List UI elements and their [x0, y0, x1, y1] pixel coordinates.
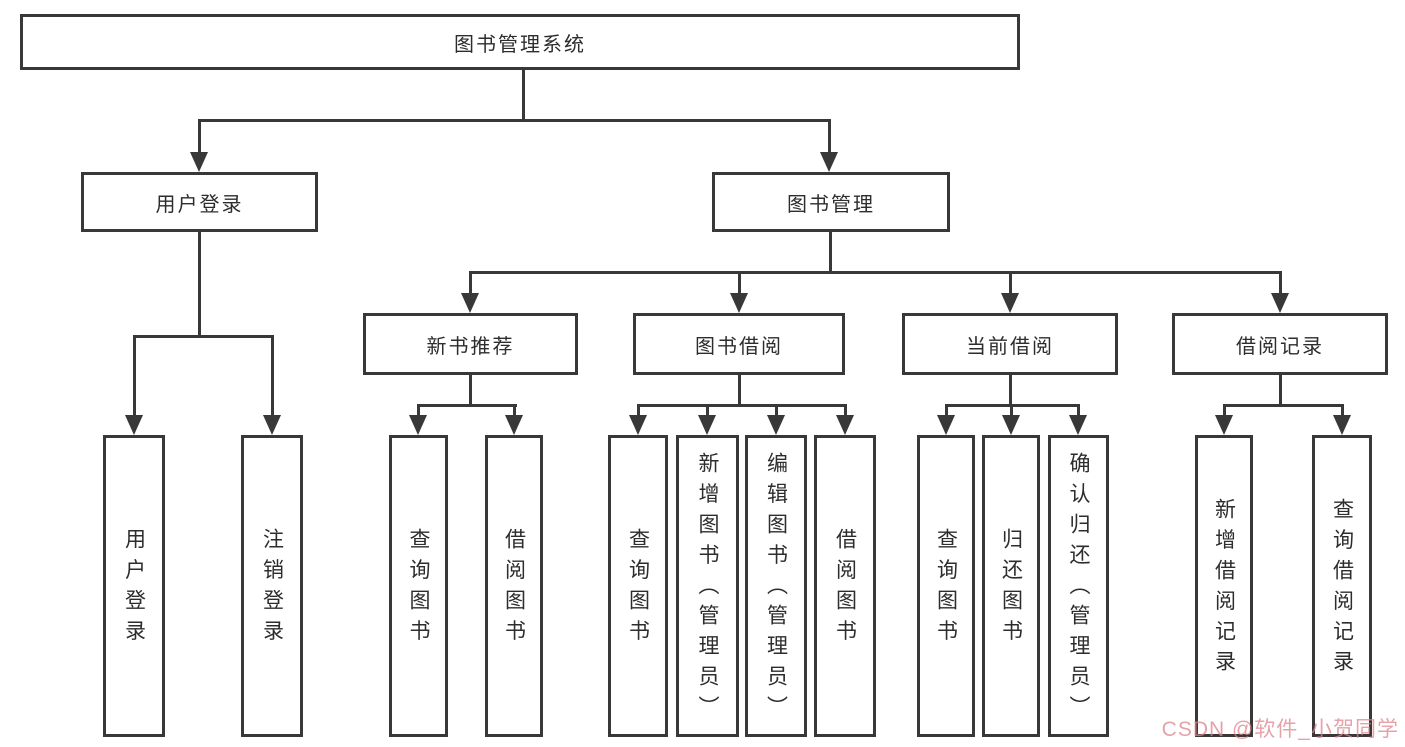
node-book-management: 图书管理: [712, 172, 950, 232]
arrow-down-icon: [263, 415, 281, 435]
connector-line: [1341, 404, 1344, 420]
node-new-book-recommend: 新书推荐: [363, 313, 578, 375]
connector-line: [1279, 375, 1282, 407]
node-leaf-edit-books-admin: 编辑图书（管理员）: [745, 435, 807, 737]
connector-line: [133, 335, 274, 338]
node-leaf-add-borrow-record: 新增借阅记录: [1195, 435, 1253, 737]
connector-line: [417, 404, 517, 407]
connector-line: [469, 375, 472, 407]
connector-line: [198, 119, 831, 122]
arrow-down-icon: [836, 415, 854, 435]
node-leaf-query-borrow-record: 查询借阅记录: [1312, 435, 1372, 737]
node-leaf-query-books-current: 查询图书: [917, 435, 975, 737]
node-library-system: 图书管理系统: [20, 14, 1020, 70]
arrow-down-icon: [409, 415, 427, 435]
connector-line: [706, 404, 709, 420]
connector-line: [469, 271, 472, 299]
connector-line: [1010, 404, 1013, 420]
node-leaf-borrow-books-recommend: 借阅图书: [485, 435, 543, 737]
arrow-down-icon: [1333, 415, 1351, 435]
arrow-down-icon: [190, 152, 208, 172]
connector-line: [522, 70, 525, 121]
connector-line: [738, 271, 741, 299]
arrow-down-icon: [629, 415, 647, 435]
arrow-down-icon: [1001, 293, 1019, 313]
node-leaf-query-books-borrowing: 查询图书: [608, 435, 668, 737]
arrow-down-icon: [461, 293, 479, 313]
connector-line: [829, 232, 832, 274]
node-leaf-query-books-recommend: 查询图书: [389, 435, 448, 737]
node-book-borrowing: 图书借阅: [633, 313, 845, 375]
arrow-down-icon: [820, 152, 838, 172]
arrow-down-icon: [767, 415, 785, 435]
connector-line: [1009, 375, 1012, 407]
arrow-down-icon: [1069, 415, 1087, 435]
csdn-watermark: CSDN @软件_小贺同学: [1161, 718, 1399, 741]
node-leaf-borrow-books: 借阅图书: [814, 435, 876, 737]
connector-line: [198, 119, 201, 159]
node-leaf-confirm-return-admin: 确认归还（管理员）: [1048, 435, 1109, 737]
arrow-down-icon: [937, 415, 955, 435]
connector-line: [775, 404, 778, 420]
arrow-down-icon: [505, 415, 523, 435]
connector-line: [945, 404, 948, 420]
connector-line: [513, 404, 516, 420]
connector-line: [198, 232, 201, 338]
node-leaf-logout: 注销登录: [241, 435, 303, 737]
arrow-down-icon: [125, 415, 143, 435]
node-leaf-user-login: 用户登录: [103, 435, 165, 737]
node-borrowing-records: 借阅记录: [1172, 313, 1388, 375]
connector-line: [417, 404, 420, 420]
connector-line: [1223, 404, 1226, 420]
arrow-down-icon: [1271, 293, 1289, 313]
connector-line: [1077, 404, 1080, 420]
connector-line: [469, 271, 1282, 274]
connector-line: [828, 119, 831, 159]
arrow-down-icon: [698, 415, 716, 435]
arrow-down-icon: [730, 293, 748, 313]
connector-line: [1279, 271, 1282, 299]
connector-line: [738, 375, 741, 407]
connector-line: [271, 335, 274, 420]
node-leaf-return-books: 归还图书: [982, 435, 1040, 737]
connector-line: [133, 335, 136, 420]
connector-line: [844, 404, 847, 420]
node-leaf-add-books-admin: 新增图书（管理员）: [676, 435, 739, 737]
node-user-login: 用户登录: [81, 172, 318, 232]
connector-line: [637, 404, 847, 407]
connector-line: [1009, 271, 1012, 299]
connector-line: [637, 404, 640, 420]
arrow-down-icon: [1215, 415, 1233, 435]
arrow-down-icon: [1002, 415, 1020, 435]
node-current-borrowing: 当前借阅: [902, 313, 1118, 375]
connector-line: [1223, 404, 1343, 407]
